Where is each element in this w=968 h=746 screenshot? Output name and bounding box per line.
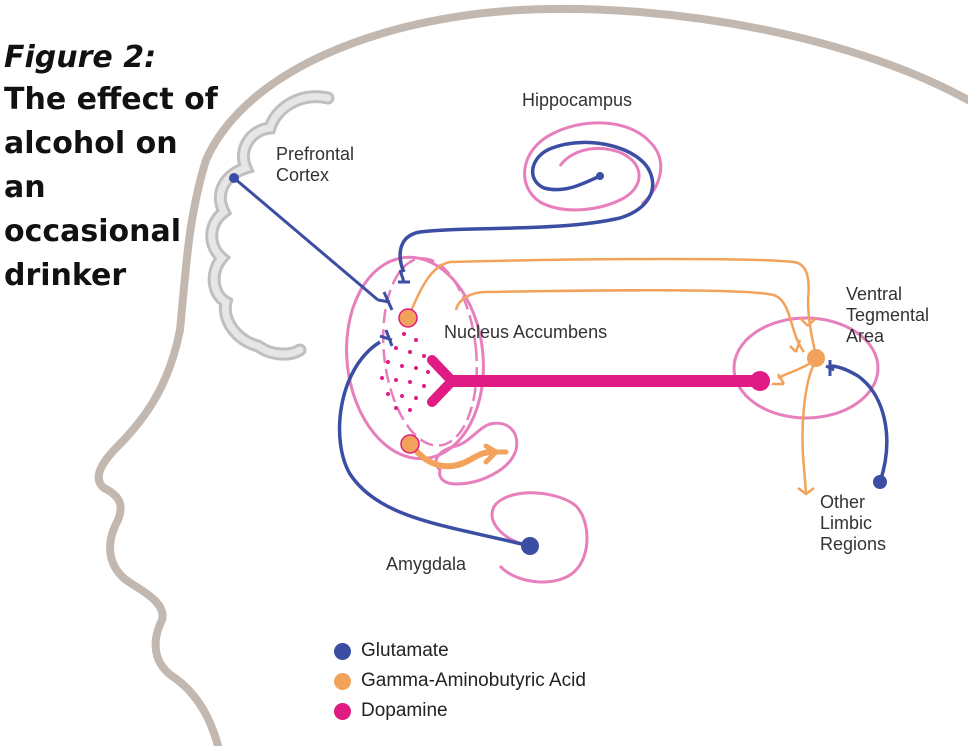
dopamine-dots	[380, 332, 432, 412]
dopamine-dot	[400, 364, 404, 368]
gaba-vta-short-path	[454, 288, 806, 353]
figure-number: Figure 2:	[4, 40, 157, 75]
legend-item-dopamine: Dopamine	[334, 696, 586, 726]
label-hippocampus: Hippocampus	[522, 90, 633, 110]
dopamine-dot	[386, 360, 390, 364]
dopamine-dot	[394, 406, 398, 410]
legend-swatch	[334, 642, 351, 660]
dopamine-dot	[414, 396, 418, 400]
dopamine-dot	[426, 370, 430, 374]
dopamine-dot	[428, 398, 432, 402]
glutamate-other-path	[829, 364, 889, 483]
dopamine-dot	[422, 384, 426, 388]
dopamine-dot	[414, 338, 418, 342]
label-amygdala: Amygdala	[386, 554, 467, 574]
dopamine-dot	[386, 392, 390, 396]
dopamine-dot	[408, 350, 412, 354]
amygdala-outline	[490, 491, 589, 584]
legend: Glutamate Gamma-Aminobutyric Acid Dopami…	[334, 636, 586, 726]
dopamine-dot	[400, 394, 404, 398]
dopamine-dot	[408, 380, 412, 384]
legend-swatch	[334, 702, 351, 720]
dopamine-dot	[394, 346, 398, 350]
gaba-other-path	[801, 359, 818, 493]
dopamine-dot	[414, 366, 418, 370]
legend-item-gaba: Gamma-Aminobutyric Acid	[334, 666, 586, 696]
glutamate-prefrontal-path	[233, 176, 379, 302]
label-nucleus-accumbens: Nucleus Accumbens	[444, 322, 608, 342]
legend-item-glutamate: Glutamate	[334, 636, 586, 666]
dopamine-dot	[422, 354, 426, 358]
vta-outline	[732, 316, 880, 420]
label-vta: Ventral Tegmental Area	[846, 284, 930, 346]
gaba-vta-long-path	[406, 257, 818, 357]
figure-caption: The effect of alcohol on an occasional d…	[4, 82, 218, 293]
legend-label: Gamma-Aminobutyric Acid	[361, 670, 586, 691]
dopamine-dot	[394, 378, 398, 382]
legend-label: Glutamate	[361, 640, 449, 661]
label-other-limbic-regions: Other Limbic Regions	[820, 492, 887, 554]
legend-swatch	[334, 672, 351, 690]
hippocampus-outline	[523, 121, 663, 212]
label-prefrontal-cortex: Prefrontal Cortex	[276, 144, 355, 185]
dopamine-dot	[380, 376, 384, 380]
figure-title: Figure 2: The effect of alcohol on an oc…	[4, 38, 219, 298]
dopamine-dot	[402, 332, 406, 336]
head-outline	[94, 4, 968, 746]
glutamate-hippocampus-path	[398, 140, 655, 273]
glutamate-amygdala-path	[337, 340, 531, 548]
legend-label: Dopamine	[361, 700, 448, 721]
dopamine-dot	[408, 408, 412, 412]
gaba-nucleus-path	[407, 441, 495, 470]
